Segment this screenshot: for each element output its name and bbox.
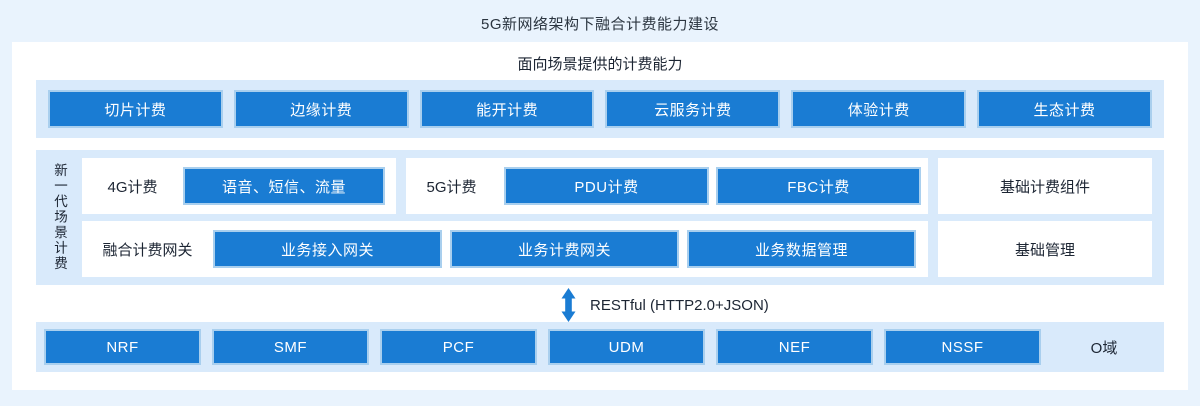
capability-node-ecosystem: 生态计费	[977, 90, 1152, 128]
o-domain-label: O域	[1090, 339, 1118, 357]
scene-billing-row-1: 4G计费 语音、短信、流量 5G计费 PDU计费 FBC计费 基础计费组件	[82, 158, 1152, 214]
scene-billing-vertical-label: 新一代场景计费	[52, 163, 67, 272]
capability-band: 切片计费 边缘计费 能开计费 云服务计费 体验计费 生态计费	[36, 80, 1164, 138]
restful-interface-label: RESTful (HTTP2.0+JSON)	[590, 296, 769, 314]
network-functions-band: NRF SMF PCF UDM NEF NSSF O域	[36, 322, 1164, 372]
node-nssf: NSSF	[884, 329, 1041, 365]
node-service-access-gateway: 业务接入网关	[213, 230, 442, 268]
double-vertical-arrow-icon	[561, 288, 576, 322]
group-5g-label: 5G计费	[426, 178, 477, 196]
capability-band-header: 面向场景提供的计费能力	[517, 56, 683, 73]
group-converged-gateway: 融合计费网关 业务接入网关 业务计费网关 业务数据管理	[82, 221, 928, 277]
capability-node-slice: 切片计费	[48, 90, 223, 128]
node-udm: UDM	[548, 329, 705, 365]
vertical-label-column: 新一代场景计费	[36, 150, 82, 285]
node-nrf: NRF	[44, 329, 201, 365]
capability-node-openability: 能开计费	[419, 90, 595, 128]
box-basic-billing-components: 基础计费组件	[938, 158, 1152, 214]
capability-node-experience: 体验计费	[791, 90, 967, 128]
group-5g-billing: 5G计费 PDU计费 FBC计费	[406, 158, 928, 214]
diagram-card: 面向场景提供的计费能力 切片计费 边缘计费 能开计费 云服务计费 体验计费 生态…	[12, 42, 1188, 390]
interface-connector: RESTful (HTTP2.0+JSON)	[561, 288, 769, 322]
capability-node-edge: 边缘计费	[233, 90, 409, 128]
node-service-data-management: 业务数据管理	[687, 230, 916, 268]
group-4g-label: 4G计费	[107, 178, 158, 196]
scene-billing-content: 4G计费 语音、短信、流量 5G计费 PDU计费 FBC计费 基础计费组件 融合…	[82, 150, 1164, 285]
scene-billing-band: 新一代场景计费 4G计费 语音、短信、流量 5G计费 PDU计费 FBC计费 基…	[36, 150, 1164, 285]
node-voice-sms-data: 语音、短信、流量	[183, 167, 385, 205]
page-title: 5G新网络架构下融合计费能力建设	[480, 16, 719, 33]
node-smf: SMF	[212, 329, 369, 365]
node-pdu-billing: PDU计费	[504, 167, 709, 205]
capability-node-cloud: 云服务计费	[605, 90, 781, 128]
scene-billing-row-2: 融合计费网关 业务接入网关 业务计费网关 业务数据管理 基础管理	[82, 221, 1152, 277]
node-service-billing-gateway: 业务计费网关	[450, 230, 679, 268]
group-gateway-label: 融合计费网关	[102, 241, 193, 259]
group-4g-billing: 4G计费 语音、短信、流量	[82, 158, 396, 214]
node-nef: NEF	[716, 329, 873, 365]
box-basic-management: 基础管理	[938, 221, 1152, 277]
node-pcf: PCF	[380, 329, 537, 365]
node-fbc-billing: FBC计费	[716, 167, 921, 205]
